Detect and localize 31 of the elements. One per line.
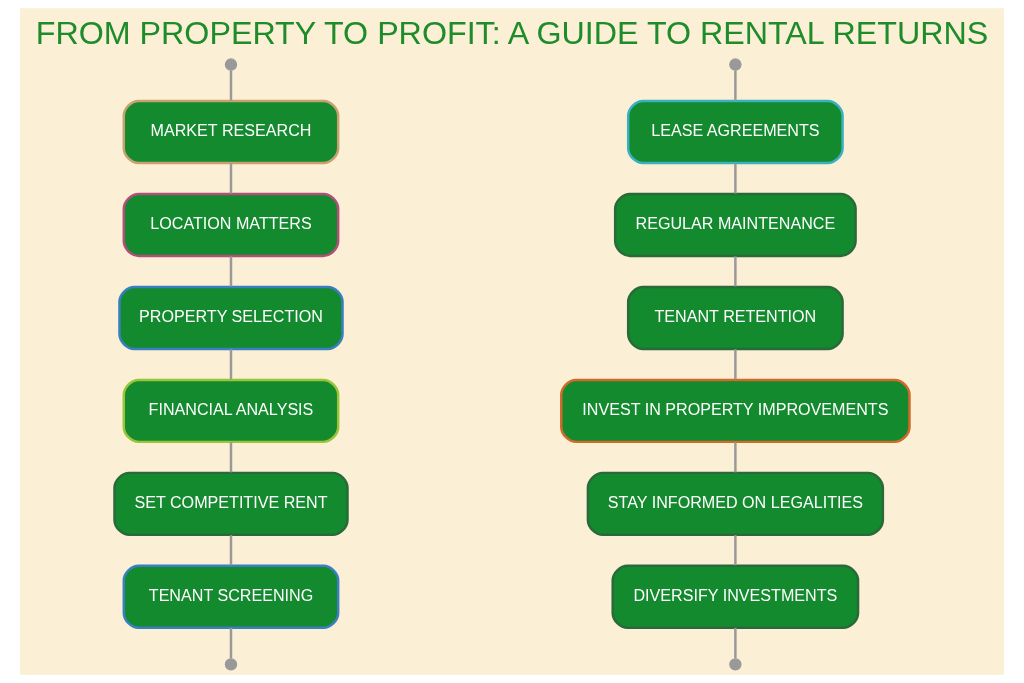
node-circle xyxy=(224,58,238,71)
node-box: INVEST IN PROPERTY IMPROVEMENTS xyxy=(560,378,911,444)
connector xyxy=(734,349,737,380)
connector xyxy=(734,163,737,194)
node-box: MARKET RESEARCH xyxy=(122,99,340,165)
node-box: REGULAR MAINTENANCE xyxy=(613,192,857,258)
connector xyxy=(229,256,233,287)
node-box: PROPERTY SELECTION xyxy=(118,285,344,351)
connector xyxy=(229,349,233,380)
connector xyxy=(734,70,737,101)
node-circle xyxy=(729,58,742,71)
node-box: LOCATION MATTERS xyxy=(122,192,340,258)
node-box: SET COMPETITIVE RENT xyxy=(113,471,349,537)
node-box: TENANT RETENTION xyxy=(626,285,844,351)
node-box: LEASE AGREEMENTS xyxy=(626,99,844,165)
connector xyxy=(229,70,233,101)
connector xyxy=(734,535,737,566)
node-box: TENANT SCREENING xyxy=(122,564,340,629)
node-circle xyxy=(224,658,238,671)
connector xyxy=(229,627,233,659)
connector xyxy=(229,442,233,473)
connector xyxy=(229,163,233,194)
node-box: STAY INFORMED ON LEGALITIES xyxy=(586,471,885,537)
connector xyxy=(734,627,737,659)
node-box: FINANCIAL ANALYSIS xyxy=(122,378,340,444)
diagram-title: FROM PROPERTY TO PROFIT: A GUIDE TO RENTAL RETURNS xyxy=(35,14,989,51)
node-box: DIVERSIFY INVESTMENTS xyxy=(611,564,860,629)
connector xyxy=(734,442,737,473)
connector xyxy=(229,535,233,566)
node-circle xyxy=(729,658,742,671)
connector xyxy=(734,256,737,287)
